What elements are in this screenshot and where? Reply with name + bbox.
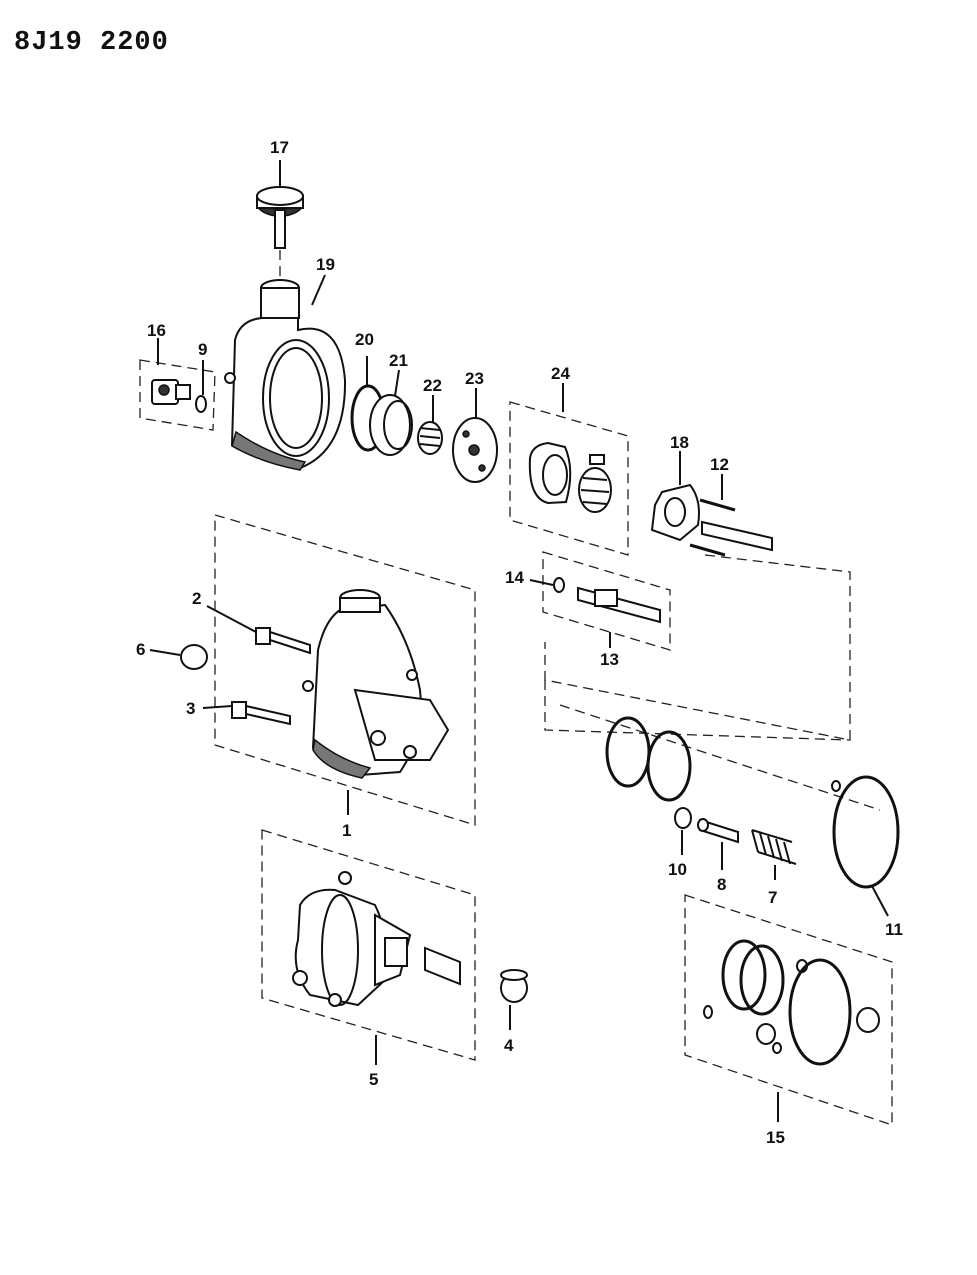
part-14-seal	[553, 577, 565, 593]
callout-11: 11	[885, 920, 903, 939]
callout-16: 16	[147, 321, 166, 340]
callout-2: 2	[192, 589, 201, 608]
part-2-stud	[255, 627, 311, 655]
group-box-13	[542, 551, 671, 651]
callout-10: 10	[668, 860, 687, 879]
part-9-o-ring	[195, 395, 207, 413]
part-3-stud	[231, 701, 291, 726]
part-12-dowel-pins	[689, 498, 736, 557]
callout-17: 17	[270, 138, 289, 157]
callout-13: 13	[600, 650, 619, 669]
o-ring-large-b	[646, 730, 692, 802]
group-box-15	[684, 894, 893, 1126]
part-21-end-plate	[369, 394, 413, 456]
part-17-reservoir-cap	[256, 186, 304, 249]
part-11-o-ring	[832, 775, 900, 889]
part-sleeve	[424, 946, 461, 986]
group-box-16	[139, 359, 216, 431]
o-ring-large-a	[605, 716, 651, 788]
seal-kit-outline	[544, 554, 851, 741]
group-box-1	[214, 514, 476, 826]
callout-19: 19	[316, 255, 335, 274]
diagram-code: 8J19 2200	[14, 28, 169, 58]
callout-22: 22	[423, 376, 442, 395]
seal-kit-outline-left	[544, 680, 851, 741]
part-23-pressure-plate	[452, 417, 498, 483]
part-1-pump-assembly	[302, 589, 450, 779]
callout-7: 7	[768, 888, 777, 907]
group-box-5	[261, 829, 476, 1061]
part-18-thrust-plate	[650, 483, 700, 542]
part-10-o-ring	[674, 807, 692, 829]
callout-18: 18	[670, 433, 689, 452]
part-24-rotor-kit	[528, 441, 612, 513]
callout-24: 24	[551, 364, 570, 383]
part-6-plug	[180, 644, 208, 670]
callout-6: 6	[136, 640, 145, 659]
callout-4: 4	[504, 1036, 514, 1055]
callouts: 17 19 16 9 20 21 22 23 24 18 12 14 13 2 …	[136, 138, 903, 1147]
part-shaft-upper	[701, 520, 773, 552]
callout-5: 5	[369, 1070, 378, 1089]
part-19-reservoir	[224, 279, 347, 471]
axis-ring	[559, 704, 881, 811]
callout-14: 14	[505, 568, 524, 587]
callout-23: 23	[465, 369, 484, 388]
callout-20: 20	[355, 330, 374, 349]
callout-9: 9	[198, 340, 207, 359]
part-5-pump-housing	[292, 871, 412, 1007]
part-7-spring	[751, 829, 797, 865]
part-8-valve	[697, 818, 739, 844]
callout-15: 15	[766, 1128, 785, 1147]
leader-lines	[149, 160, 889, 1122]
part-13-drive-shaft	[577, 586, 661, 624]
part-4-bushing	[500, 969, 528, 1003]
part-15-seal-kit	[703, 939, 880, 1066]
part-22-spring	[417, 421, 443, 455]
callout-12: 12	[710, 455, 729, 474]
part-16-fitting	[151, 379, 191, 405]
callout-3: 3	[186, 699, 195, 718]
callout-1: 1	[342, 821, 351, 840]
callout-21: 21	[389, 351, 408, 370]
group-box-24	[509, 401, 629, 556]
callout-8: 8	[717, 875, 726, 894]
small-ring	[831, 780, 841, 792]
